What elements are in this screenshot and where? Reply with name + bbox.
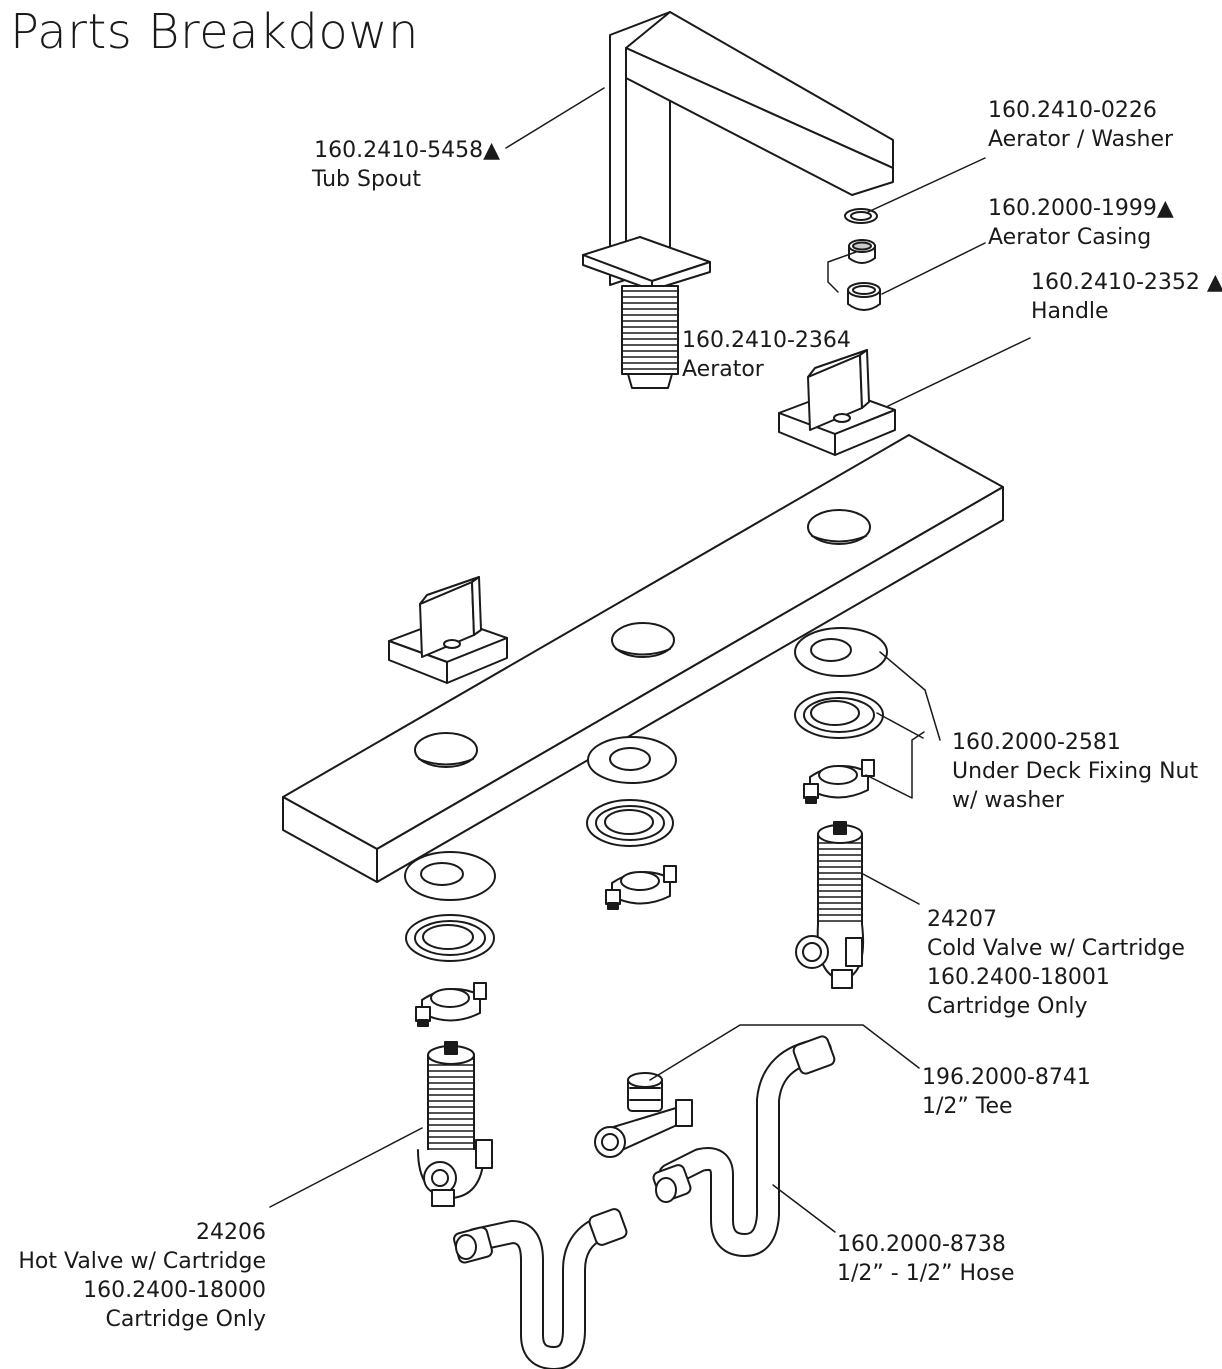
part-number: 160.2000-8738 xyxy=(837,1232,1006,1257)
label-aerator-casing: 160.2000-1999▲ Aerator Casing xyxy=(988,194,1174,252)
warning-triangle-icon: ▲ xyxy=(1199,270,1222,295)
washer-nut-sets-drawing xyxy=(404,627,888,1027)
leader-lines xyxy=(269,87,1031,1233)
cartridge-number: 160.2400-18000 xyxy=(83,1278,266,1303)
tee-drawing xyxy=(594,1072,693,1158)
label-tub-spout: 160.2410-5458▲ xyxy=(300,136,500,165)
warning-triangle-icon: ▲ xyxy=(483,138,500,163)
page-title: Parts Breakdown xyxy=(10,4,419,60)
label-tub-spout-name: Tub Spout xyxy=(312,167,421,192)
part-number: 24206 xyxy=(196,1220,266,1245)
part-number: 24207 xyxy=(927,907,997,932)
part-name: Aerator xyxy=(682,357,764,382)
part-name: Hot Valve w/ Cartridge xyxy=(18,1249,266,1274)
part-name: Aerator / Washer xyxy=(988,127,1174,152)
label-aerator: 160.2410-2364 Aerator xyxy=(682,326,851,384)
part-name: 1/2” Tee xyxy=(922,1094,1013,1119)
tub-spout-drawing xyxy=(582,11,894,389)
label-tee: 196.2000-8741 1/2” Tee xyxy=(922,1063,1091,1121)
label-fixing-nut: 160.2000-2581 Under Deck Fixing Nut w/ w… xyxy=(952,728,1198,815)
part-number: 160.2410-2364 xyxy=(682,328,851,353)
part-name-2: w/ washer xyxy=(952,788,1064,813)
label-cold-valve: 24207 Cold Valve w/ Cartridge 160.2400-1… xyxy=(927,905,1185,1021)
part-name: Aerator Casing xyxy=(988,225,1152,250)
label-handle: 160.2410-2352 ▲ Handle xyxy=(1031,268,1222,326)
handle-right-drawing xyxy=(778,349,896,456)
handle-left-drawing xyxy=(388,576,508,684)
cold-valve-drawing xyxy=(795,821,865,989)
part-number: 160.2410-5458 xyxy=(314,138,484,163)
part-number: 196.2000-8741 xyxy=(922,1065,1091,1090)
cartridge-name: Cartridge Only xyxy=(927,994,1088,1019)
part-number: 160.2410-2352 xyxy=(1031,270,1200,295)
part-number: 160.2000-1999 xyxy=(988,196,1157,221)
deck-plate-drawing xyxy=(282,434,1004,883)
part-name: Handle xyxy=(1031,299,1109,324)
hot-valve-drawing xyxy=(417,1041,493,1207)
cartridge-name: Cartridge Only xyxy=(105,1307,266,1332)
label-aerator-washer: 160.2410-0226 Aerator / Washer xyxy=(988,96,1173,154)
part-name: Under Deck Fixing Nut xyxy=(952,759,1199,784)
part-number: 160.2410-0226 xyxy=(988,98,1157,123)
aerator-parts-drawing xyxy=(844,208,881,311)
part-name: 1/2” - 1/2” Hose xyxy=(837,1261,1015,1286)
label-hose: 160.2000-8738 1/2” - 1/2” Hose xyxy=(837,1230,1015,1288)
warning-triangle-icon: ▲ xyxy=(1156,196,1174,221)
part-number: 160.2000-2581 xyxy=(952,730,1121,755)
label-hot-valve: 24206 Hot Valve w/ Cartridge 160.2400-18… xyxy=(0,1218,266,1334)
hose-left-drawing xyxy=(453,1208,628,1369)
cartridge-number: 160.2400-18001 xyxy=(927,965,1110,990)
hose-right-drawing xyxy=(652,1035,836,1257)
part-name: Cold Valve w/ Cartridge xyxy=(927,936,1185,961)
